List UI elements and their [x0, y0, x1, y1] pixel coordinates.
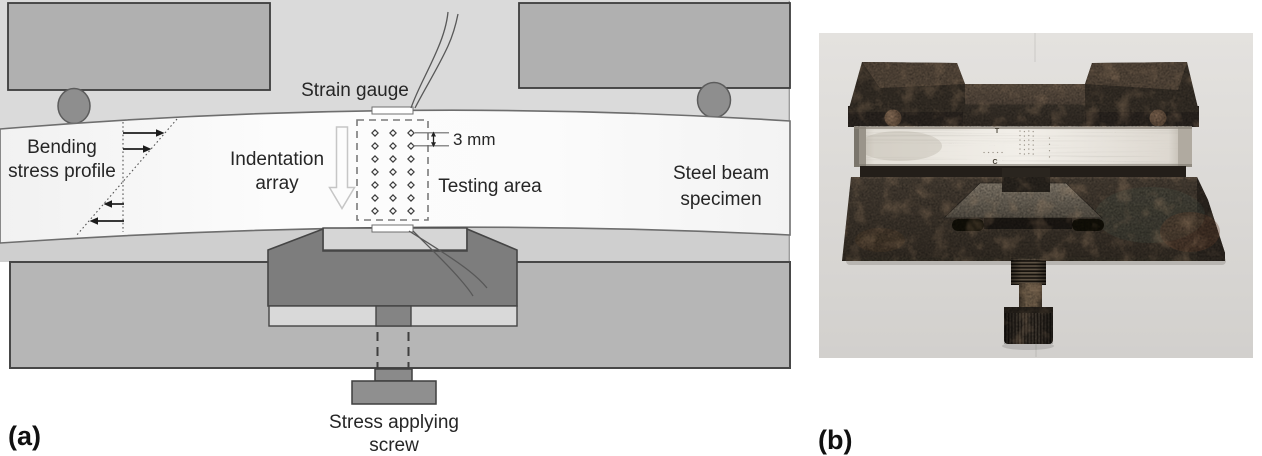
label-bending-line1: Bending: [27, 137, 97, 158]
strain-gauge-top: [371, 106, 414, 115]
left-support-block: [7, 2, 271, 91]
right-roller: [696, 81, 732, 119]
screw-shaft: [374, 368, 413, 382]
left-roller: [57, 87, 91, 125]
screw-head: [351, 380, 437, 405]
panel-b-photo: T C: [818, 33, 1253, 455]
indentation-markers: [371, 129, 415, 215]
label-indentation-line2: array: [255, 173, 299, 194]
photo-beam-left-edge: [854, 127, 859, 167]
stress-gradient-line: [75, 118, 178, 237]
label-steel-beam-line2: specimen: [680, 189, 761, 210]
steel-beam: [0, 109, 791, 244]
photo-beam-top-edge: [854, 126, 1192, 129]
indentation-direction-arrow: [328, 126, 356, 210]
label-indentation-line1: Indentation: [230, 149, 324, 170]
photo-screw-threads-shade: [1011, 258, 1046, 285]
photo-beam-mark-top: T: [995, 128, 1000, 135]
label-row-spacing: 3 mm: [453, 130, 496, 149]
bending-stress-profile: [75, 118, 178, 237]
photo-steel-beam: T C: [854, 126, 1192, 167]
panel-b-tag: (b): [818, 425, 852, 455]
photo-indentation-dots: [983, 130, 1051, 159]
label-screw-line1: Stress applying: [329, 412, 459, 433]
label-steel-beam-line1: Steel beam: [673, 163, 769, 184]
label-screw-line2: screw: [369, 435, 419, 456]
testing-area-outline: [356, 119, 429, 221]
strain-gauge-bottom: [371, 224, 414, 233]
label-strain-gauge: Strain gauge: [301, 80, 409, 101]
right-support-block: [518, 2, 791, 89]
photo-beam-bottom-edge: [854, 164, 1192, 167]
label-bending-line2: stress profile: [8, 161, 116, 182]
stress-arrows: [89, 129, 165, 225]
photo-beam-smudge-left: [858, 131, 942, 161]
panel-a-tag: (a): [8, 421, 41, 451]
photo-beam-mark-bottom: C: [992, 159, 997, 166]
panel-a-schematic: Bending stress profile Strain gauge Inde…: [0, 0, 791, 456]
photo-beam-right-end: [1178, 127, 1192, 167]
row-spacing-dimension: [413, 131, 449, 148]
label-testing-area: Testing area: [438, 176, 542, 197]
screw-upper-section: [375, 305, 412, 327]
strain-gauge-wires: [408, 11, 488, 297]
photo-beam-brush-texture: [854, 126, 1192, 167]
